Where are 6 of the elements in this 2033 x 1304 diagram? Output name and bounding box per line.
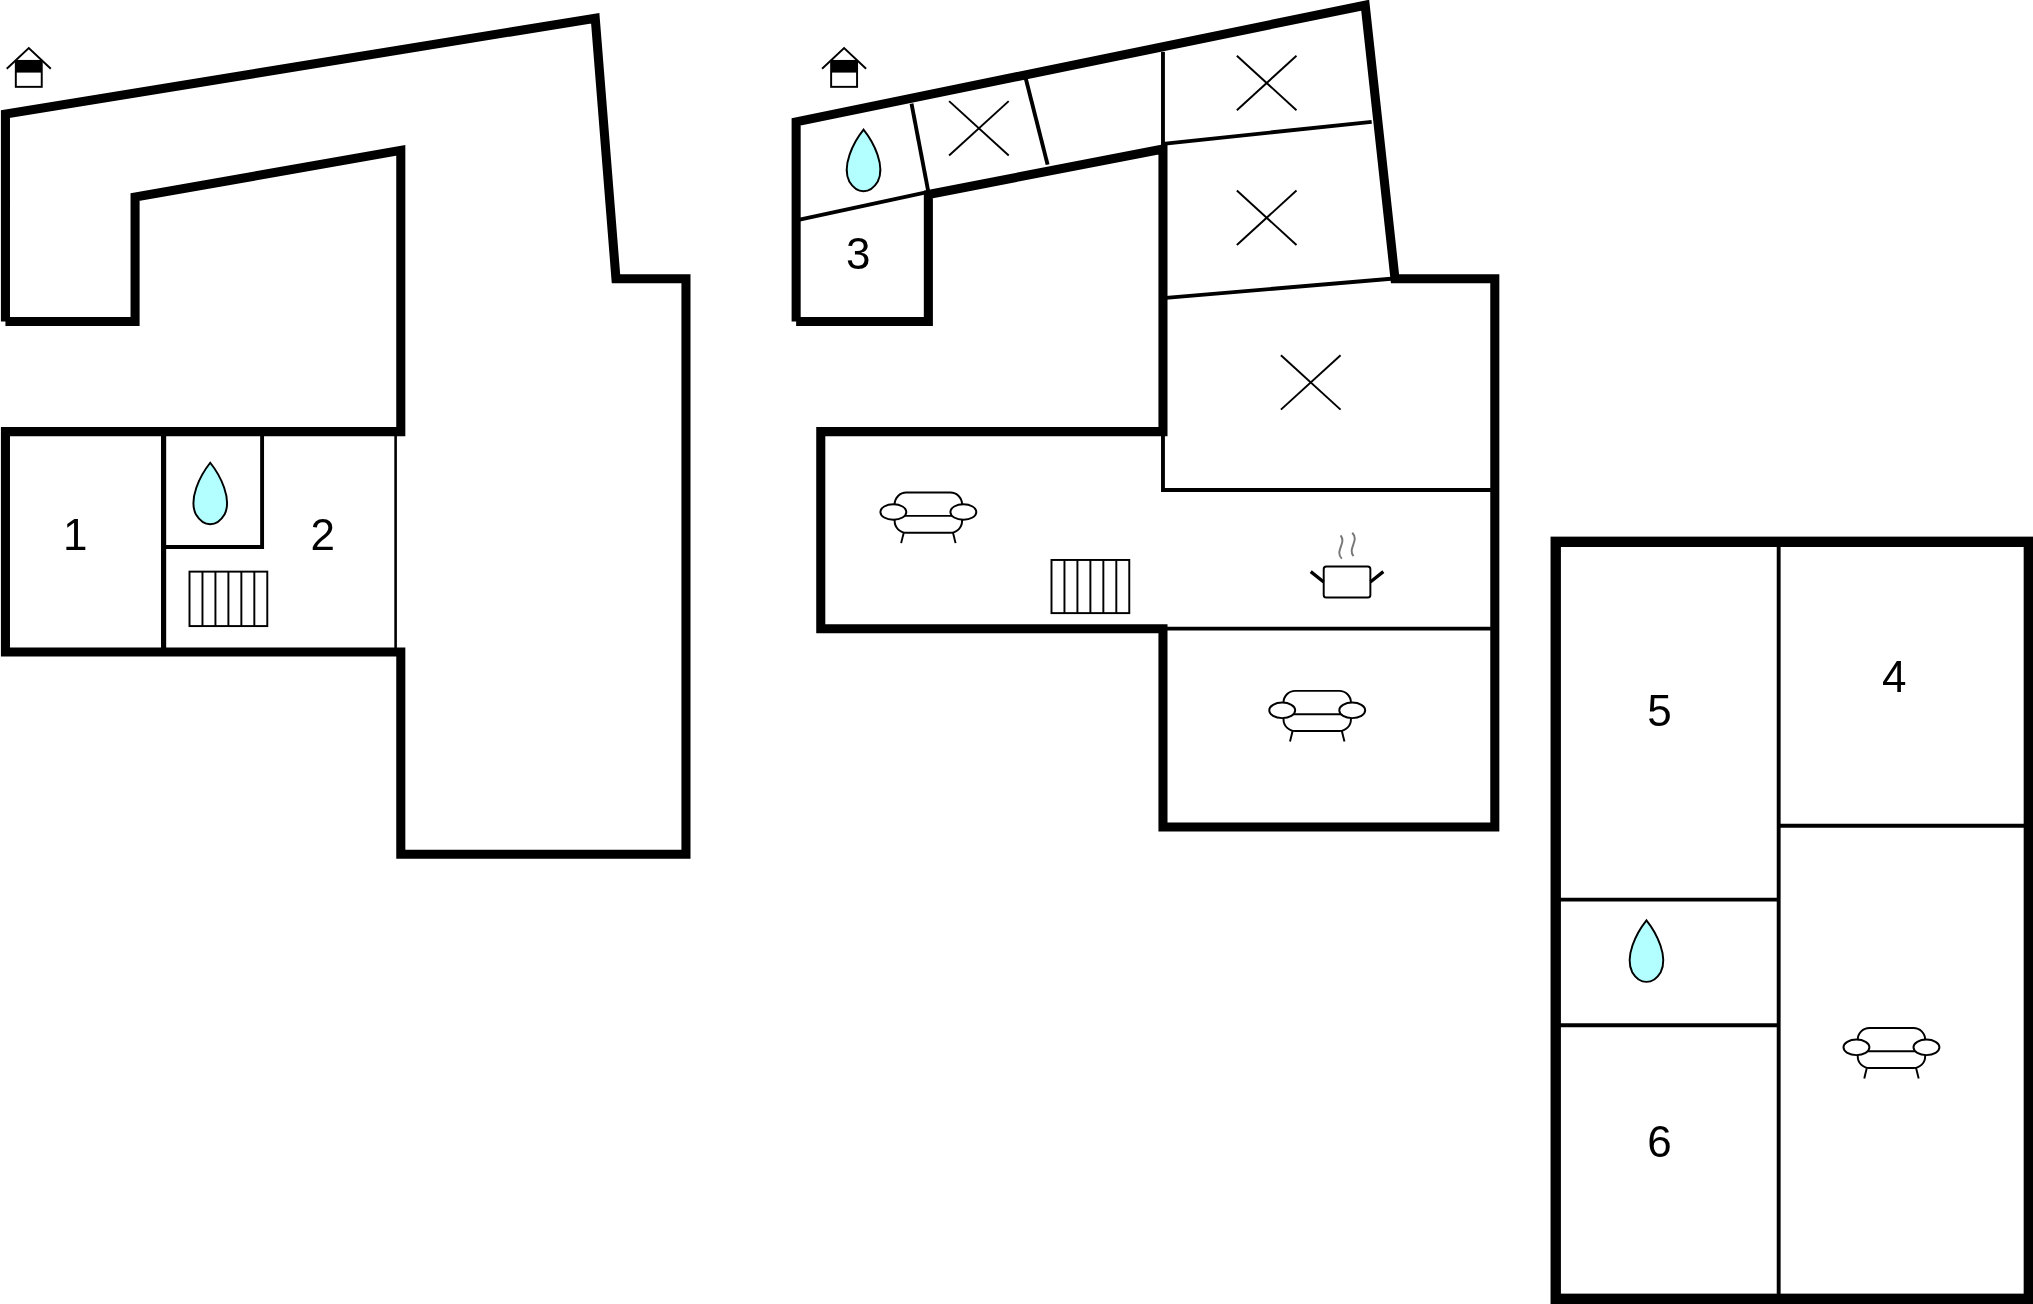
room-number: 5 (1647, 688, 1672, 733)
room-number: 3 (846, 232, 871, 277)
room-number: 4 (1882, 654, 1907, 699)
room-number: 6 (1647, 1120, 1672, 1165)
room-number: 2 (310, 513, 336, 558)
room-number: 1 (62, 513, 88, 558)
